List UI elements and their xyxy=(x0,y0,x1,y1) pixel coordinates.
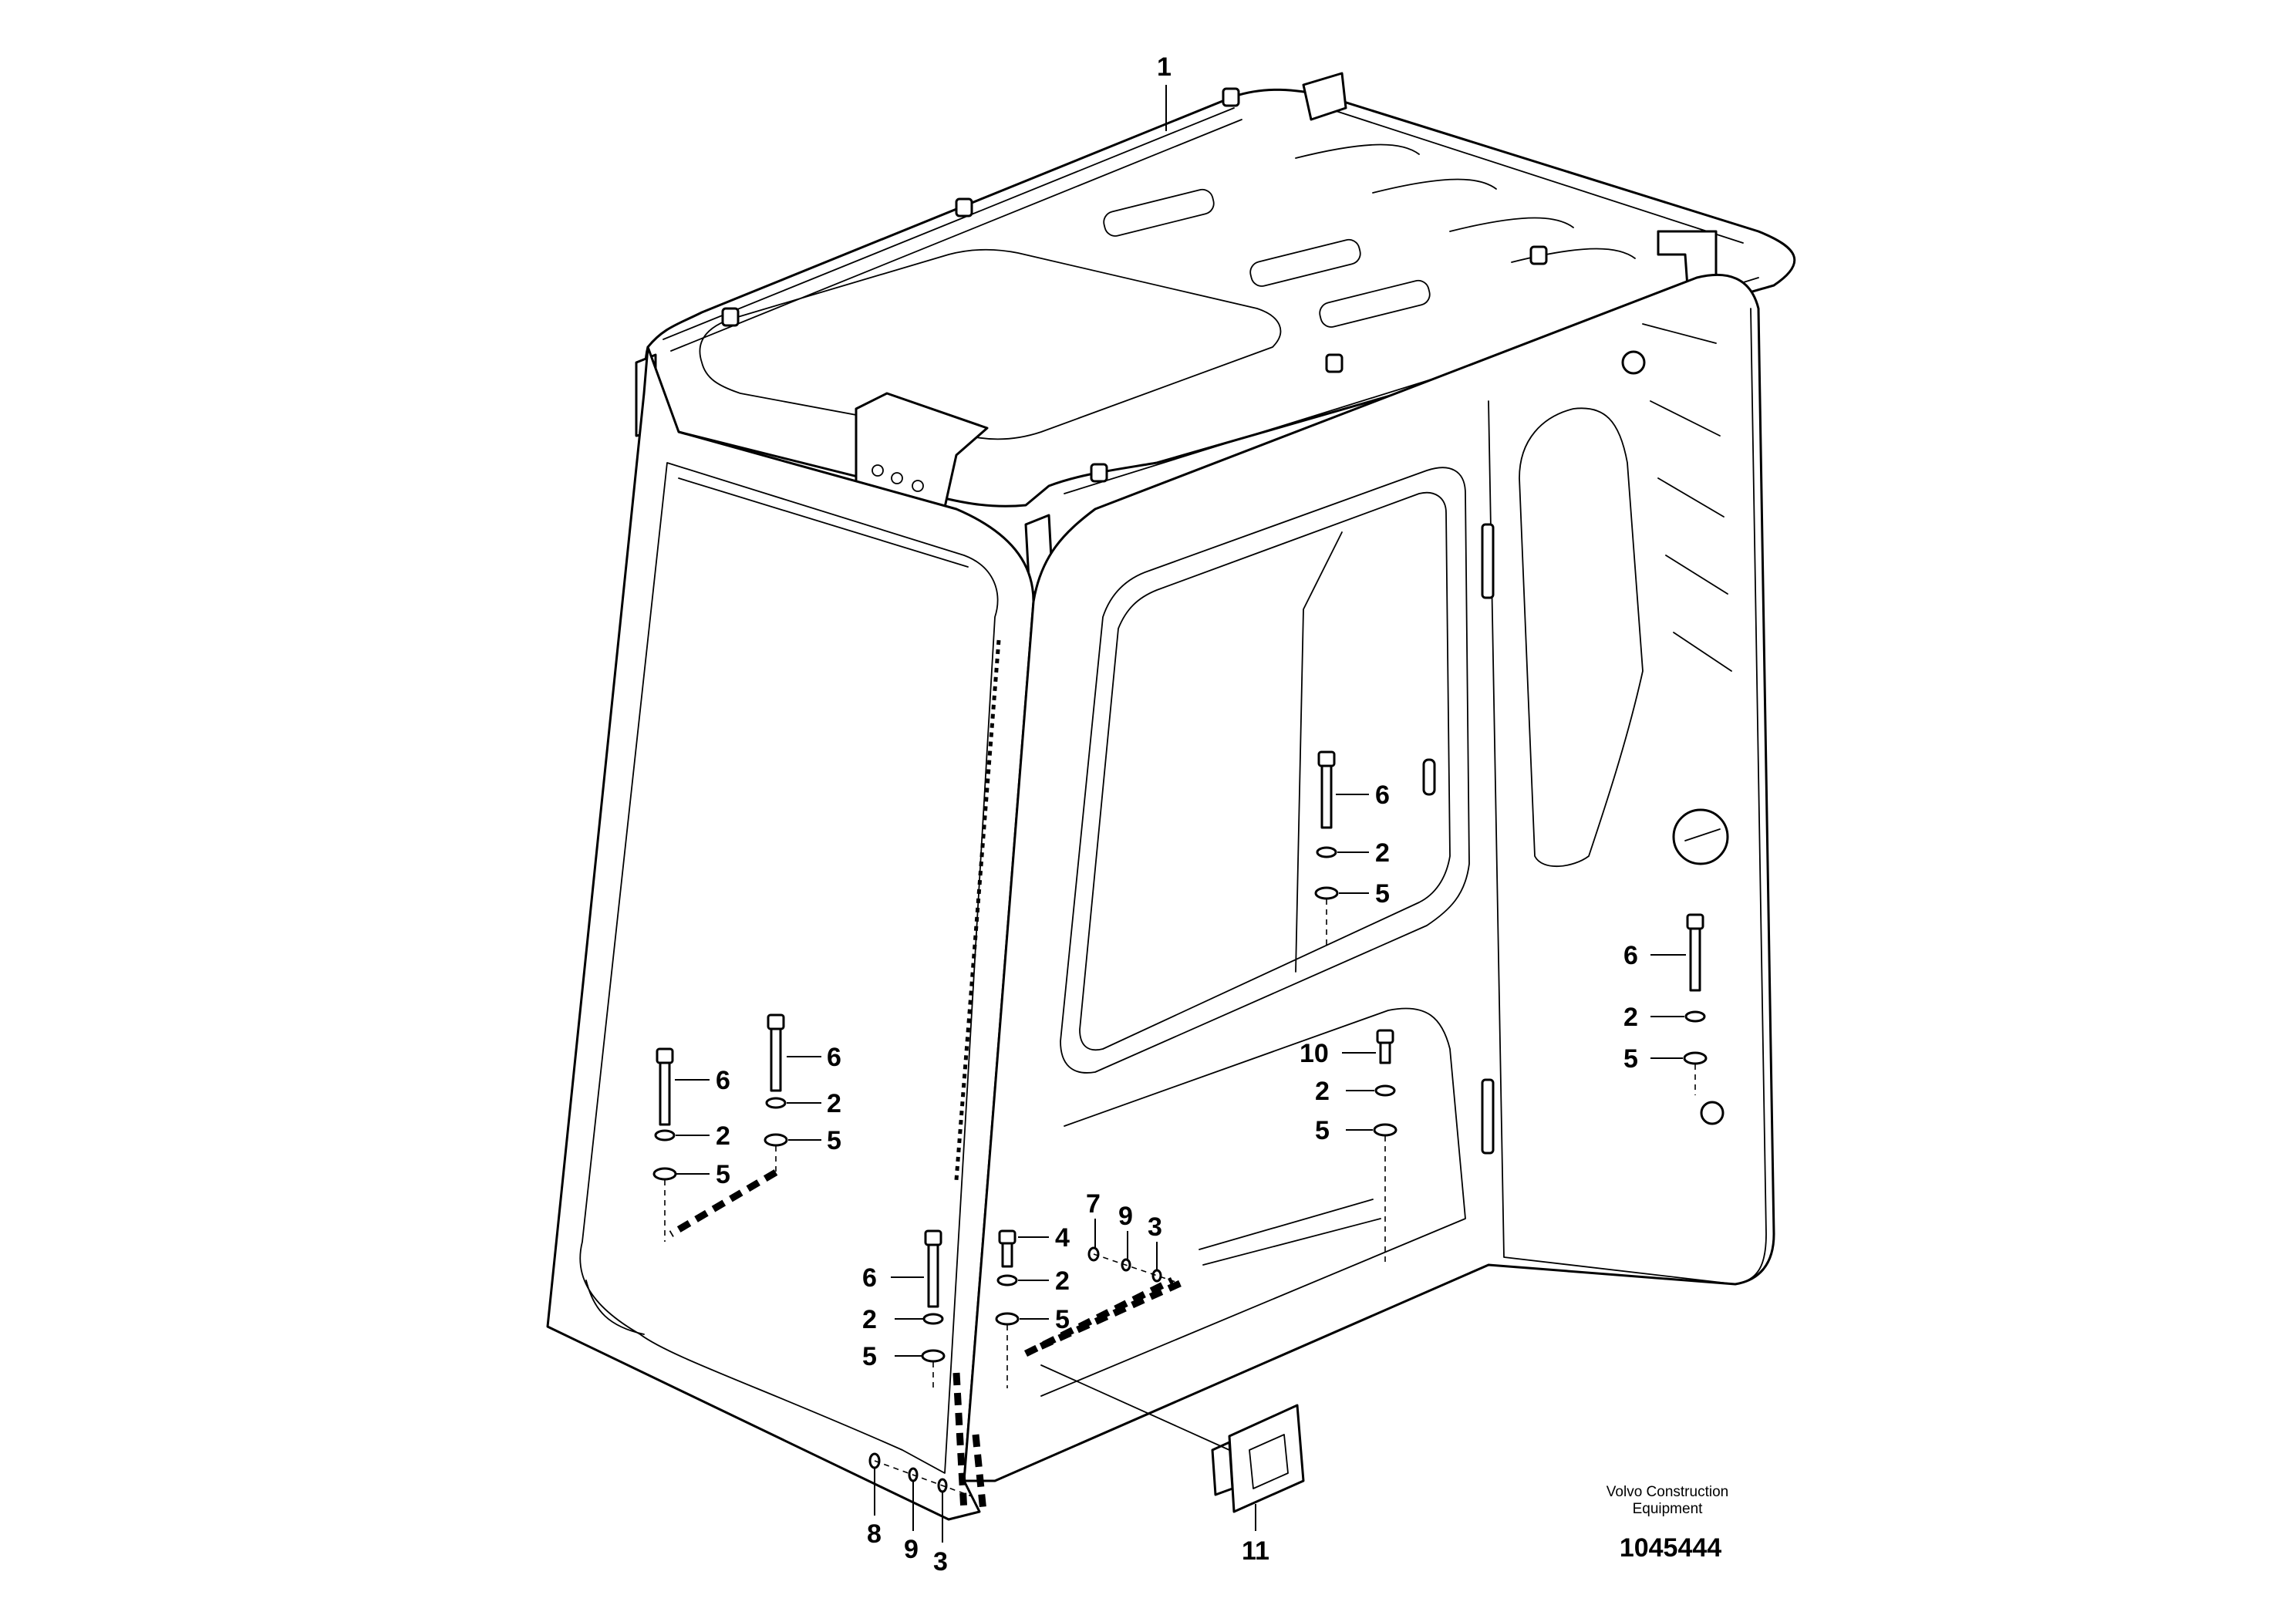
dashed-positioning-line xyxy=(972,1434,987,1512)
fastener-stack xyxy=(1683,913,1708,1095)
callout-7: 7 xyxy=(1086,1189,1101,1219)
callout-3: 3 xyxy=(933,1547,948,1576)
fastener-stack xyxy=(868,1452,973,1497)
callout-2: 2 xyxy=(1375,838,1390,868)
callout-5: 5 xyxy=(827,1126,841,1155)
door-hinge xyxy=(1481,1078,1495,1155)
callout-3: 3 xyxy=(1148,1212,1162,1242)
callout-10: 10 xyxy=(1300,1039,1329,1068)
callout-6: 6 xyxy=(716,1066,730,1095)
fastener-stack xyxy=(1087,1246,1181,1284)
cab-side-body xyxy=(963,273,1775,1482)
fuel-cap xyxy=(1672,808,1729,865)
roof-slot xyxy=(1249,238,1361,287)
callout-5: 5 xyxy=(862,1342,877,1371)
callout-4: 4 xyxy=(1055,1223,1070,1253)
callout-6: 6 xyxy=(1375,781,1390,810)
cab-front-frame xyxy=(546,346,1035,1521)
callout-2: 2 xyxy=(716,1121,730,1151)
dashed-positioning-line xyxy=(669,1169,778,1237)
callout-5: 5 xyxy=(1055,1305,1070,1334)
callout-6: 6 xyxy=(1623,941,1638,970)
callout-5: 5 xyxy=(1315,1116,1330,1145)
callout-6: 6 xyxy=(827,1043,841,1072)
callout-8: 8 xyxy=(867,1519,882,1549)
callout-9: 9 xyxy=(1118,1202,1133,1231)
callout-9: 9 xyxy=(904,1535,919,1564)
dashed-positioning-line xyxy=(952,1372,968,1512)
callout-2: 2 xyxy=(862,1305,877,1334)
roof-slot xyxy=(1103,188,1215,237)
fastener-stack xyxy=(764,1013,788,1172)
callout-5: 5 xyxy=(1375,879,1390,909)
callout-2: 2 xyxy=(1623,1003,1638,1032)
callout-6: 6 xyxy=(862,1263,877,1293)
cab-illustration xyxy=(546,72,1796,1521)
pillar-strip xyxy=(954,639,1001,1181)
lower-door-panel xyxy=(1040,1007,1466,1397)
fastener-stack xyxy=(995,1229,1020,1388)
rear-door xyxy=(1488,308,1767,1285)
callout-leaders xyxy=(675,85,1686,1543)
document-number: 1045444 xyxy=(1620,1533,1721,1563)
fastener-stack xyxy=(652,1047,677,1242)
callout-11: 11 xyxy=(1242,1536,1269,1566)
fastener-stack xyxy=(1314,750,1339,945)
roof-bracket xyxy=(1302,72,1347,121)
callout-1: 1 xyxy=(1157,52,1172,82)
callout-2: 2 xyxy=(1315,1077,1330,1106)
door-handle-part xyxy=(1023,1276,1305,1513)
side-window xyxy=(1060,467,1470,1074)
roof-slot xyxy=(1319,279,1431,328)
callout-2: 2 xyxy=(1055,1266,1070,1296)
roof-pegs xyxy=(721,87,1548,483)
callout-5: 5 xyxy=(1623,1044,1638,1074)
manufacturer-caption-line2: Equipment xyxy=(1633,1501,1704,1517)
callout-5: 5 xyxy=(716,1160,730,1189)
manufacturer-caption-line1: Volvo Construction xyxy=(1607,1484,1728,1500)
fastener-stack xyxy=(1373,1029,1397,1265)
callout-2: 2 xyxy=(827,1089,841,1118)
door-hinge xyxy=(1481,523,1495,599)
callout-labels: 1 6 2 5 6 2 5 6 2 5 4 2 5 7 9 3 6 2 5 10… xyxy=(716,52,1638,1576)
